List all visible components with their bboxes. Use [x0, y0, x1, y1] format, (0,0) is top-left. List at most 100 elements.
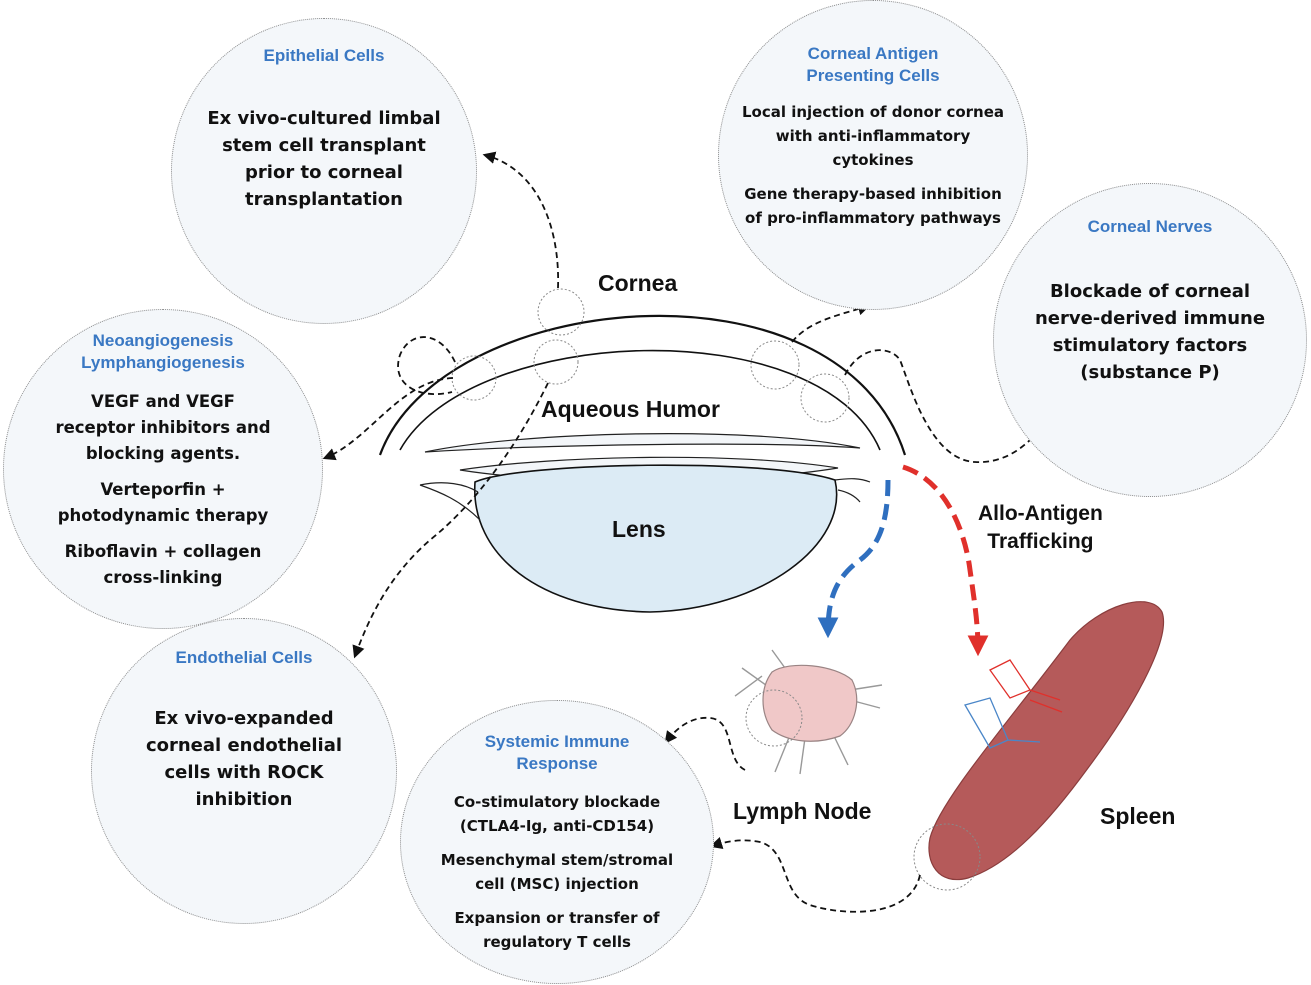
epithelial-cells-title: Epithelial Cells — [263, 46, 385, 65]
allo-antigen-line2: Trafficking — [987, 530, 1094, 553]
arrow-to-endothelial — [352, 382, 549, 659]
text-line: Expansion or transfer of — [454, 909, 660, 927]
connector-arrows — [322, 151, 1042, 913]
ciliary-right — [834, 478, 871, 503]
lymph-vessel-lines — [734, 649, 883, 775]
arrow-to-neo — [322, 377, 454, 461]
neo-item-3: Riboflavin + collagen cross-linking — [4, 539, 322, 591]
arrow-to-nerves — [844, 349, 1042, 463]
arrow-to-epithelial — [482, 151, 559, 289]
lens-shape — [474, 464, 838, 613]
title-line: Systemic Immune — [484, 732, 630, 751]
spleen-shape — [928, 601, 1164, 881]
systemic-immune-text: Co-stimulatory blockade (CTLA4-Ig, anti-… — [401, 790, 713, 954]
arrow-spleen-to-systemic — [709, 837, 921, 913]
text-line: Gene therapy-based inhibition — [744, 185, 1002, 203]
text-line: blocking agents. — [85, 444, 241, 463]
lymph-node-illustration — [734, 649, 883, 775]
arrow-to-apc — [791, 303, 871, 343]
lymph-node-shape — [762, 664, 858, 742]
zoom-circle-neo — [451, 355, 497, 401]
eye-anatomy — [378, 288, 907, 613]
text-line: (substance P) — [1080, 362, 1220, 383]
endothelial-cells-title: Endothelial Cells — [175, 648, 313, 667]
text-line: (CTLA4-Ig, anti-CD154) — [459, 817, 655, 835]
text-line: inhibition — [195, 789, 293, 810]
text-line: cells with ROCK — [164, 762, 324, 783]
neoangiogenesis-text: VEGF and VEGF receptor inhibitors and bl… — [4, 389, 322, 591]
text-line: regulatory T cells — [483, 933, 631, 951]
text-line: corneal endothelial — [145, 735, 343, 756]
text-line: Co-stimulatory blockade — [453, 793, 661, 811]
text-line: prior to corneal — [245, 162, 403, 183]
red-trafficking-arrow — [902, 464, 989, 657]
cornea-label: Cornea — [598, 270, 678, 296]
text-line: stimulatory factors — [1052, 335, 1248, 356]
cornea-outer-arc — [378, 314, 907, 456]
arrow-lymph-to-systemic — [664, 717, 746, 771]
systemic-item-1: Co-stimulatory blockade (CTLA4-Ig, anti-… — [401, 790, 713, 838]
allo-antigen-line1: Allo-Antigen — [978, 502, 1103, 525]
text-line: VEGF and VEGF — [91, 392, 235, 411]
epithelial-cells-text: Ex vivo-cultured limbal stem cell transp… — [172, 105, 476, 213]
endothelial-cells-text: Ex vivo-expanded corneal endothelial cel… — [92, 705, 396, 813]
systemic-immune-title: Systemic Immune Response — [401, 731, 713, 775]
text-line: of pro-inflammatory pathways — [745, 209, 1001, 227]
epithelial-cells-circle: Epithelial Cells Ex vivo-cultured limbal… — [171, 18, 477, 324]
corneal-apc-text: Local injection of donor cornea with ant… — [719, 100, 1027, 240]
corneal-apc-circle: Corneal Antigen Presenting Cells Local i… — [718, 0, 1028, 310]
text-line: transplantation — [245, 189, 403, 210]
title-line: Corneal Antigen — [807, 44, 939, 63]
blue-trafficking-arrow — [817, 479, 891, 639]
neo-item-1: VEGF and VEGF receptor inhibitors and bl… — [4, 389, 322, 467]
neo-item-2: Verteporfin + photodynamic therapy — [4, 477, 322, 529]
text-line: nerve-derived immune — [1034, 308, 1266, 329]
text-line: Ex vivo-expanded — [154, 708, 334, 729]
corneal-nerves-title: Corneal Nerves — [1087, 217, 1213, 236]
spleen-illustration — [913, 601, 1164, 891]
systemic-item-2: Mesenchymal stem/stromal cell (MSC) inje… — [401, 848, 713, 896]
text-line: cross-linking — [103, 568, 223, 587]
ciliary-left — [419, 482, 481, 521]
text-line: Verteporfin + — [100, 480, 226, 499]
text-line: Blockade of corneal — [1049, 281, 1251, 302]
text-line: Local injection of donor cornea — [741, 103, 1005, 121]
cornea-inner-arc — [399, 349, 881, 451]
title-line: Lymphangiogenesis — [81, 353, 245, 372]
text-line: with anti-inflammatory — [775, 127, 971, 145]
apc-item-1: Local injection of donor cornea with ant… — [719, 100, 1027, 172]
zoom-circle-endothelium — [533, 339, 579, 385]
corneal-apc-title: Corneal Antigen Presenting Cells — [719, 43, 1027, 87]
zoom-circle-spleen — [913, 823, 981, 891]
systemic-immune-circle: Systemic Immune Response Co-stimulatory … — [400, 700, 714, 984]
zoom-circle-epithelium — [537, 288, 585, 336]
text-line: photodynamic therapy — [57, 506, 269, 525]
text-line: Mesenchymal stem/stromal — [440, 851, 674, 869]
arrow-neo-loop — [397, 336, 456, 396]
text-line: stem cell transplant — [222, 135, 426, 156]
splenic-vein — [964, 697, 1041, 749]
corneal-nerves-text: Blockade of corneal nerve-derived immune… — [994, 278, 1306, 386]
zoom-circle-nerves — [800, 373, 850, 423]
title-line: Presenting Cells — [806, 66, 940, 85]
allo-antigen-label: Allo-Antigen Trafficking — [978, 500, 1103, 556]
corneal-nerves-circle: Corneal Nerves Blockade of corneal nerve… — [993, 183, 1307, 497]
iris-upper — [424, 433, 861, 453]
neoangiogenesis-circle: Neoangiogenesis Lymphangiogenesis VEGF a… — [3, 309, 323, 629]
title-line: Response — [516, 754, 598, 773]
title-line: Neoangiogenesis — [92, 331, 234, 350]
zoom-circle-lymph — [745, 689, 803, 747]
spleen-label: Spleen — [1100, 803, 1176, 829]
text-line: cytokines — [832, 151, 914, 169]
apc-item-2: Gene therapy-based inhibition of pro-inf… — [719, 182, 1027, 230]
systemic-item-3: Expansion or transfer of regulatory T ce… — [401, 906, 713, 954]
text-line: receptor inhibitors and — [55, 418, 271, 437]
zoom-circle-apc — [750, 340, 800, 390]
text-line: Riboflavin + collagen — [64, 542, 262, 561]
text-line: cell (MSC) injection — [475, 875, 639, 893]
text-line: Ex vivo-cultured limbal — [207, 108, 441, 129]
aqueous-humor-label: Aqueous Humor — [541, 396, 720, 422]
lymph-node-label: Lymph Node — [733, 798, 872, 824]
endothelial-cells-circle: Endothelial Cells Ex vivo-expanded corne… — [91, 618, 397, 924]
